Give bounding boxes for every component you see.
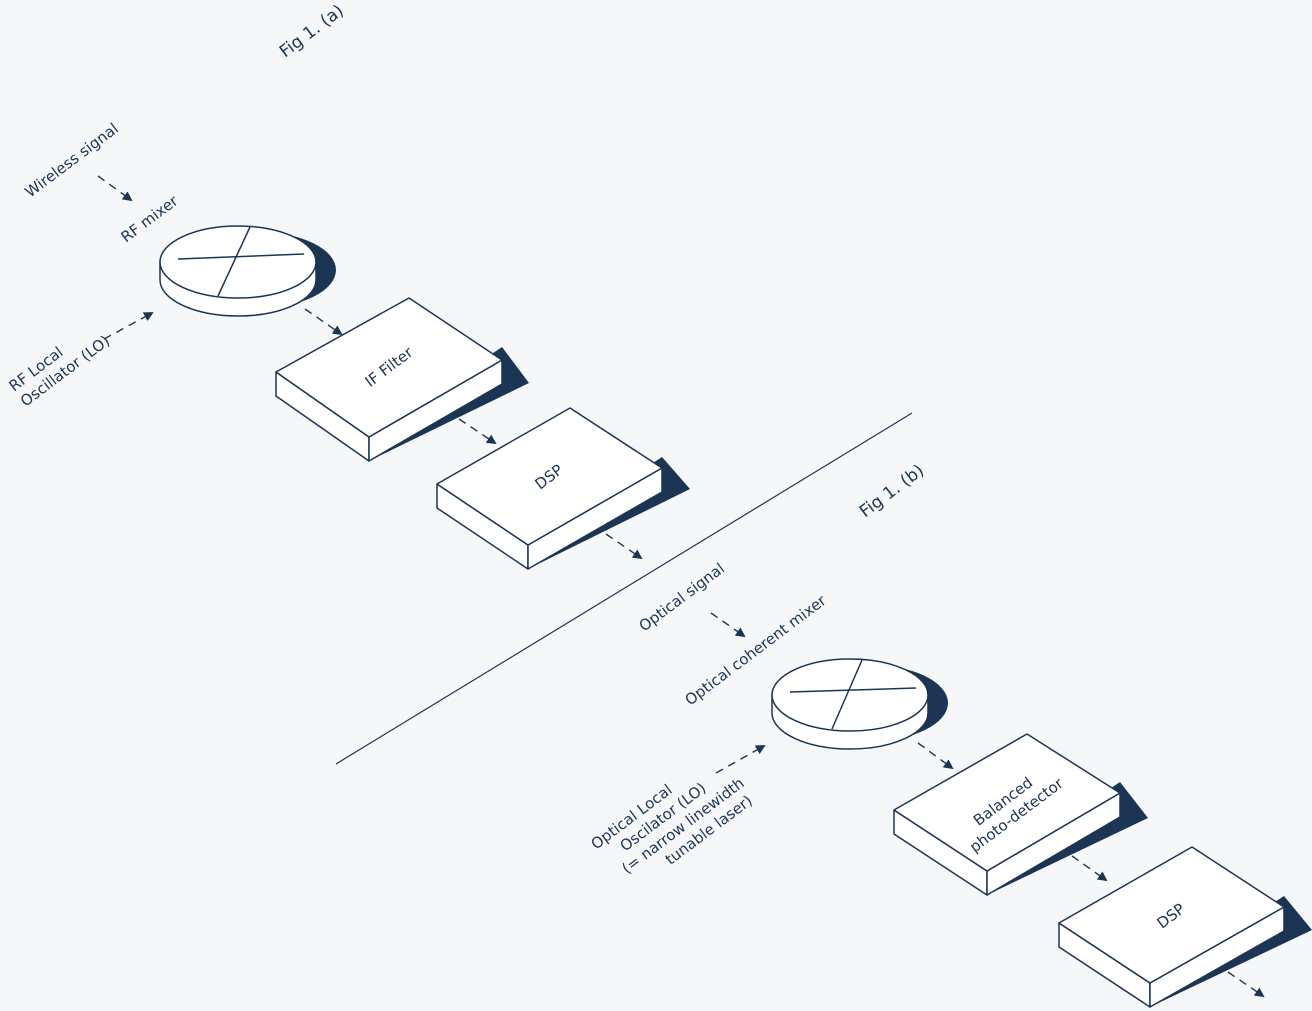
optical-coherent-mixer xyxy=(771,658,948,750)
rf-mixer-label: RF mixer xyxy=(118,191,183,246)
if-filter-box xyxy=(275,297,529,462)
fig-a-title: Fig 1. (a) xyxy=(276,1,348,62)
dsp-b-box xyxy=(1058,846,1312,1008)
wireless-signal-label: Wireless signal xyxy=(22,119,122,201)
edge-rf-lo-to-rf-mixer xyxy=(103,312,154,340)
edge-dsp-b-output xyxy=(1227,971,1265,998)
edge-dsp-a-output xyxy=(605,533,643,560)
edge-if-filter-to-dsp-a xyxy=(458,418,497,445)
figure-divider xyxy=(335,412,913,765)
dsp-a-box xyxy=(436,407,690,570)
edge-rf-mixer-to-if-filter xyxy=(304,308,343,336)
edge-wireless-to-rf-mixer xyxy=(97,175,133,202)
rf-lo-label: RF Local Oscillator (LO) xyxy=(6,316,114,410)
fig-b-title: Fig 1. (b) xyxy=(856,461,928,522)
optical-signal-label: Optical signal xyxy=(636,559,728,635)
optical-lo-label: Optical Local Oscilator (LO) (= narrow l… xyxy=(588,741,763,899)
edge-mixer-to-photodetector xyxy=(917,742,954,770)
edge-photodetector-to-dsp-b xyxy=(1071,855,1108,882)
photodetector-box xyxy=(893,733,1148,896)
edge-optical-lo-to-mixer xyxy=(715,745,766,774)
edge-optical-signal-to-mixer xyxy=(710,612,746,638)
rf-mixer xyxy=(159,225,336,317)
